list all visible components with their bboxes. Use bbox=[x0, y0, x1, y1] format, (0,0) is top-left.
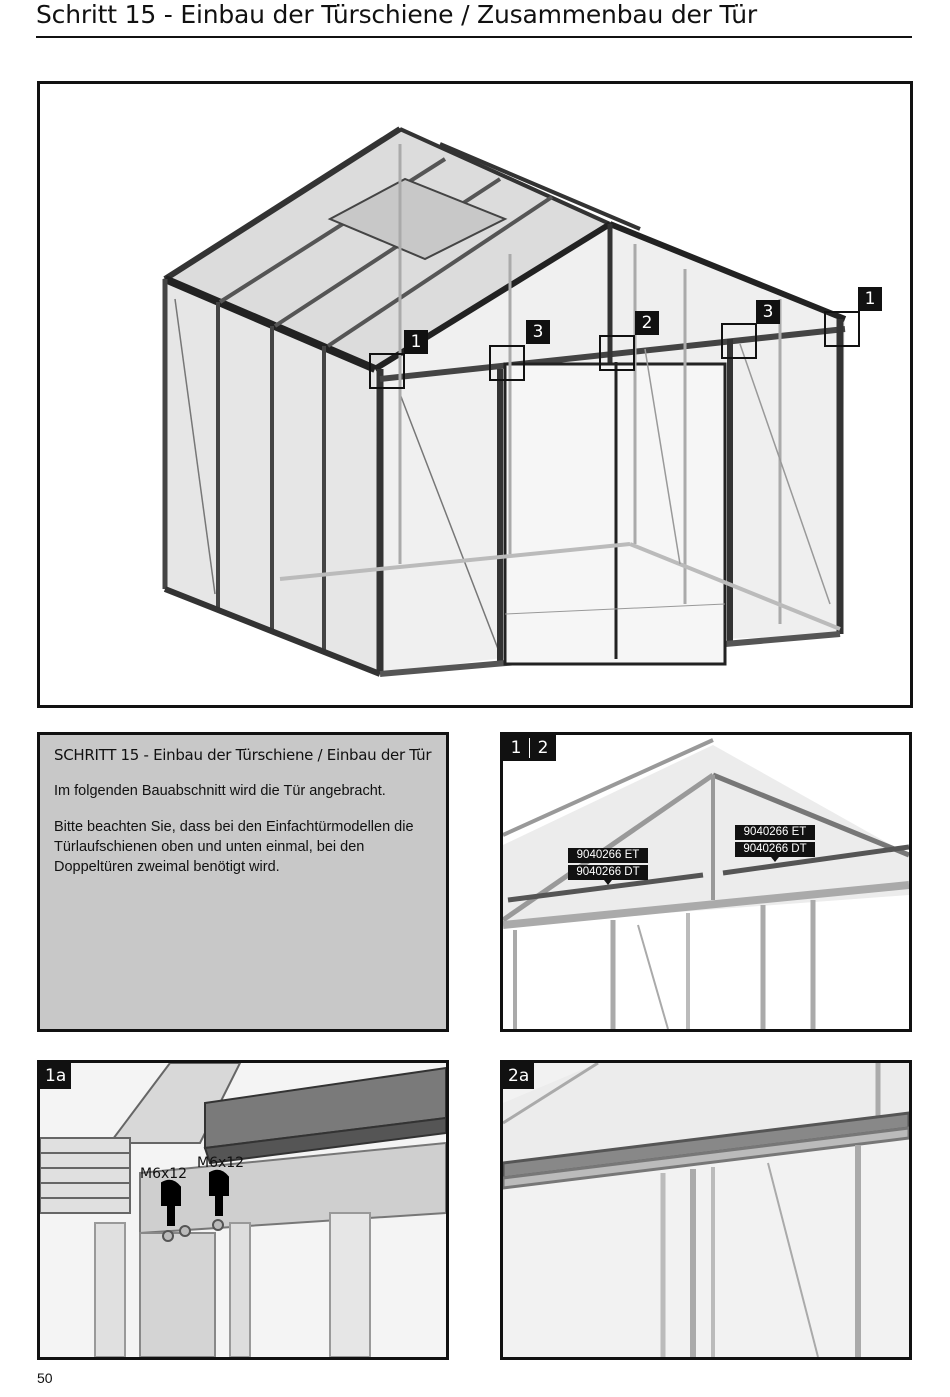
detail-2a-drawing bbox=[503, 1063, 909, 1357]
title-divider bbox=[36, 36, 912, 38]
page-title: Schritt 15 - Einbau der Türschiene / Zus… bbox=[36, 0, 757, 29]
callout-badge-1-right: 1 bbox=[858, 287, 882, 311]
badge-separator bbox=[529, 738, 530, 758]
detail-badge-2: 2 bbox=[537, 738, 549, 758]
greenhouse-drawing bbox=[162, 126, 860, 677]
detail-1a-badge: 1a bbox=[40, 1063, 72, 1089]
callout-badge-3-right: 3 bbox=[756, 300, 780, 324]
detail-2a-figure: 2a bbox=[500, 1060, 912, 1360]
instructions-paragraph-1: Im folgenden Bauabschnitt wird die Tür a… bbox=[54, 783, 386, 799]
callout-badge-1-left: 1 bbox=[404, 330, 428, 354]
detail-1-2-drawing bbox=[503, 738, 909, 1029]
part-label-left-dt: 9040266 DT bbox=[568, 865, 648, 885]
part-label-right-et: 9040266 ET bbox=[735, 825, 815, 840]
detail-1a-figure: 1a M6x12 M6x12 bbox=[37, 1060, 449, 1360]
part-label-right-dt: 9040266 DT bbox=[735, 842, 815, 862]
part-label-pointer bbox=[604, 880, 612, 885]
main-greenhouse-figure: 1 3 2 3 1 bbox=[37, 81, 913, 708]
part-label-right-dt-text: 9040266 DT bbox=[743, 843, 807, 855]
page-number: 50 bbox=[37, 1370, 53, 1386]
detail-1-2-figure: 1 2 9040266 ET 9040266 DT 9040266 ET 904… bbox=[500, 732, 912, 1032]
part-label-pointer bbox=[771, 857, 779, 862]
instructions-paragraph-2: Bitte beachten Sie, dass bei den Einfach… bbox=[54, 819, 414, 875]
part-label-left-et: 9040266 ET bbox=[568, 848, 648, 863]
callout-badge-3-left: 3 bbox=[526, 320, 550, 344]
detail-badge-1: 1 bbox=[510, 738, 522, 758]
detail-1-2-badge: 1 2 bbox=[503, 735, 556, 761]
detail-2a-badge: 2a bbox=[503, 1063, 535, 1089]
detail-1a-drawing bbox=[40, 1063, 446, 1357]
screw-label-left: M6x12 bbox=[140, 1166, 188, 1182]
instructions-heading: SCHRITT 15 - Einbau der Türschiene / Ein… bbox=[54, 746, 432, 764]
screw-label-right: M6x12 bbox=[197, 1155, 245, 1171]
callout-badge-2: 2 bbox=[635, 311, 659, 335]
part-label-left-dt-text: 9040266 DT bbox=[576, 866, 640, 878]
instructions-box: SCHRITT 15 - Einbau der Türschiene / Ein… bbox=[37, 732, 449, 1032]
